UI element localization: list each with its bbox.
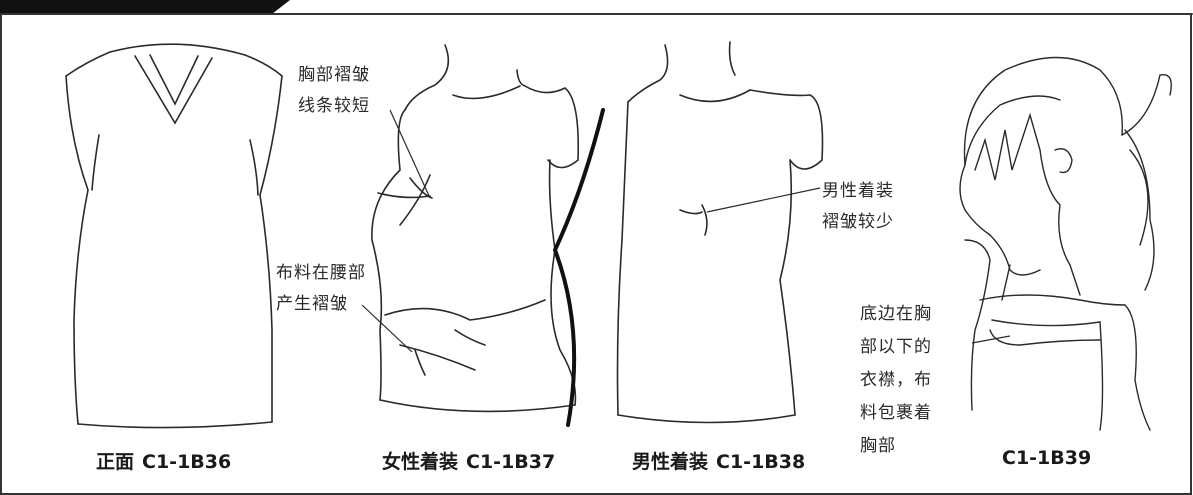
girl-portrait <box>959 56 1172 431</box>
caption-female-name: 女性着装 <box>382 451 459 473</box>
caption-front-name: 正面 <box>96 451 135 473</box>
female-view-tank-top <box>371 44 580 413</box>
female-silhouette-curve <box>552 108 605 427</box>
caption-front: 正面 C1-1B36 <box>96 447 231 474</box>
caption-front-code: C1-1B36 <box>142 451 232 473</box>
annotation-waist-folds: 布料在腰部 产生褶皱 <box>276 263 366 314</box>
header-band <box>0 0 290 14</box>
caption-female: 女性着装 C1-1B37 <box>382 447 555 474</box>
caption-male: 男性着装 C1-1B38 <box>632 447 805 474</box>
annotation-male-folds: 男性着装 褶皱较少 <box>822 181 894 232</box>
annotation-chest-folds: 胸部褶皱 线条较短 <box>298 65 370 116</box>
leader-lines <box>361 109 1011 353</box>
caption-female-code: C1-1B37 <box>466 451 556 473</box>
caption-portrait: C1-1B39 <box>1002 447 1091 469</box>
front-view-tank-top <box>65 43 283 429</box>
male-view-tank-top <box>616 41 824 424</box>
caption-male-name: 男性着装 <box>632 451 709 473</box>
caption-male-code: C1-1B38 <box>716 451 806 473</box>
caption-portrait-code: C1-1B39 <box>1002 447 1092 469</box>
annotation-hem-note: 底边在胸 部以下的 衣襟，布 料包裹着 胸部 <box>860 304 932 456</box>
